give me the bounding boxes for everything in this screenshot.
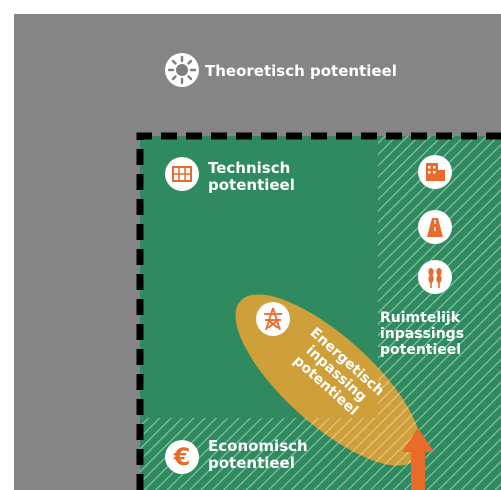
road-icon [418, 210, 452, 244]
power-pylon-icon [256, 302, 290, 336]
euro-symbol: € [173, 443, 191, 471]
crops-icon [418, 260, 452, 294]
technical-potential-label-line1: Technisch [208, 159, 291, 177]
spatial-potential-label: Ruimtelijk inpassings potentieel [380, 310, 464, 358]
buildings-icon [418, 155, 452, 189]
spatial-label-line2: inpassings [380, 326, 465, 342]
technical-potential-label-line2: potentieel [208, 176, 295, 194]
spatial-label-line3: potentieel [380, 342, 462, 358]
euro-icon: € [165, 440, 199, 474]
dashed-boundary [136, 132, 501, 490]
sun-icon [165, 53, 199, 87]
economic-potential-label-line2: potentieel [208, 454, 295, 472]
economic-potential-label-line1: Economisch [208, 437, 308, 455]
up-arrow-icon [402, 428, 434, 490]
theoretical-potential-label: Theoretisch potentieel [205, 62, 397, 80]
spatial-label-line1: Ruimtelijk [380, 310, 461, 326]
solar-panel-icon [165, 157, 199, 191]
